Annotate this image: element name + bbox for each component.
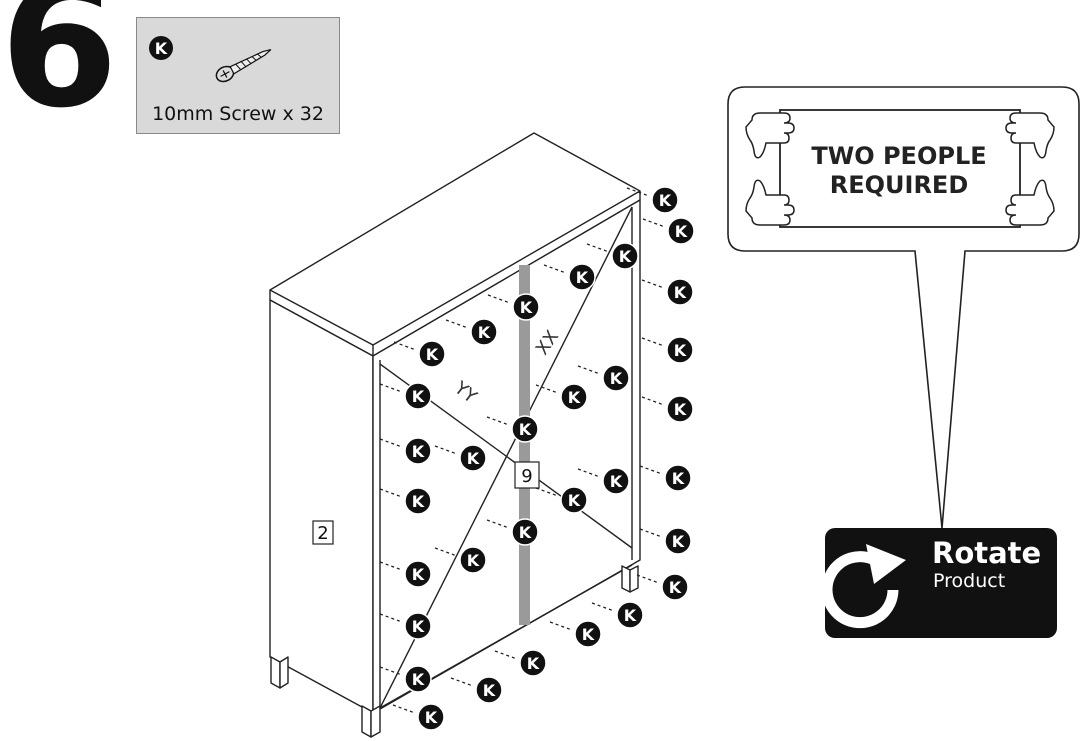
screw-marker: K — [379, 437, 432, 465]
svg-text:K: K — [568, 388, 581, 407]
rotate-icon — [821, 544, 906, 629]
svg-text:K: K — [467, 551, 480, 570]
step-number: 6 — [0, 0, 118, 146]
screw-marker: K — [591, 601, 644, 629]
rotate-title: Rotate — [932, 536, 1042, 570]
panel-outline — [779, 109, 1021, 228]
svg-text:K: K — [519, 420, 532, 439]
svg-text:K: K — [610, 472, 623, 491]
screw-marker: K — [486, 415, 539, 443]
back-panel-label: 9 — [521, 466, 532, 487]
svg-text:K: K — [674, 283, 687, 302]
screw-marker: K — [626, 186, 679, 214]
svg-text:K: K — [412, 492, 425, 511]
svg-text:K: K — [624, 606, 637, 625]
svg-text:K: K — [619, 247, 632, 266]
hand-icon — [745, 112, 1055, 226]
side-panel-label-box — [312, 520, 334, 545]
parts-letter: K — [155, 39, 168, 58]
screw-marker: K — [535, 383, 588, 411]
screw-marker: K — [379, 612, 432, 640]
callout-line-1: TWO PEOPLE — [811, 142, 986, 170]
screw-marker: K — [639, 464, 692, 492]
screw-marker: K — [445, 318, 498, 346]
screw-marker: K — [641, 336, 694, 364]
screw-marker: K — [392, 703, 445, 731]
callout-line-2: REQUIRED — [830, 171, 969, 199]
screw-marker: K — [379, 487, 432, 515]
screw-marker: K — [379, 560, 432, 588]
screw-marker: K — [450, 676, 503, 704]
svg-text:K: K — [674, 341, 687, 360]
screw-marker: K — [434, 444, 487, 472]
parts-caption: 10mm Screw x 32 — [152, 103, 324, 125]
svg-text:K: K — [520, 298, 533, 317]
screw-marker: K — [577, 467, 630, 495]
back-panel-label-box — [514, 461, 540, 489]
svg-text:K: K — [568, 491, 581, 510]
svg-text:K: K — [467, 449, 480, 468]
parts-box: K 10mm Screw x 32 — [136, 17, 340, 134]
svg-text:K: K — [675, 222, 688, 241]
rotate-subtitle: Product — [933, 570, 1006, 592]
svg-text:K: K — [519, 523, 532, 542]
svg-text:K: K — [674, 400, 687, 419]
screw-marker: K — [577, 364, 630, 392]
screw-marker: K — [549, 620, 602, 648]
screw-marker: K — [486, 518, 539, 546]
svg-text:K: K — [576, 268, 589, 287]
screw-marker: K — [487, 293, 540, 321]
screw-marker: K — [642, 217, 695, 245]
svg-text:K: K — [527, 654, 540, 673]
screw-marker: K — [586, 242, 639, 270]
screw-marker: K — [639, 527, 692, 555]
svg-text:K: K — [582, 625, 595, 644]
svg-text:K: K — [412, 670, 425, 689]
svg-text:K: K — [659, 191, 672, 210]
svg-text:K: K — [412, 442, 425, 461]
screw-marker: K — [379, 665, 432, 693]
side-panel-label: 2 — [317, 523, 328, 544]
screw-marker: K — [636, 573, 689, 601]
screw-icon: K — [149, 36, 272, 83]
svg-text:K: K — [412, 617, 425, 636]
screw-marker: K — [494, 649, 547, 677]
svg-text:K: K — [669, 578, 682, 597]
svg-text:K: K — [610, 369, 623, 388]
svg-text:K: K — [426, 345, 439, 364]
svg-text:K: K — [425, 708, 438, 727]
screw-marker: K — [434, 546, 487, 574]
screw-marker: K — [543, 263, 596, 291]
svg-text:K: K — [483, 681, 496, 700]
center-support — [519, 265, 530, 625]
svg-text:K: K — [412, 565, 425, 584]
screw-marker: K — [641, 278, 694, 306]
svg-text:K: K — [672, 532, 685, 551]
svg-text:K: K — [478, 323, 491, 342]
svg-text:K: K — [672, 469, 685, 488]
screw-marker: K — [393, 340, 446, 368]
screw-marker: K — [535, 486, 588, 514]
screw-marker: K — [641, 395, 694, 423]
screw-marker: K — [379, 382, 432, 410]
svg-text:K: K — [412, 387, 425, 406]
